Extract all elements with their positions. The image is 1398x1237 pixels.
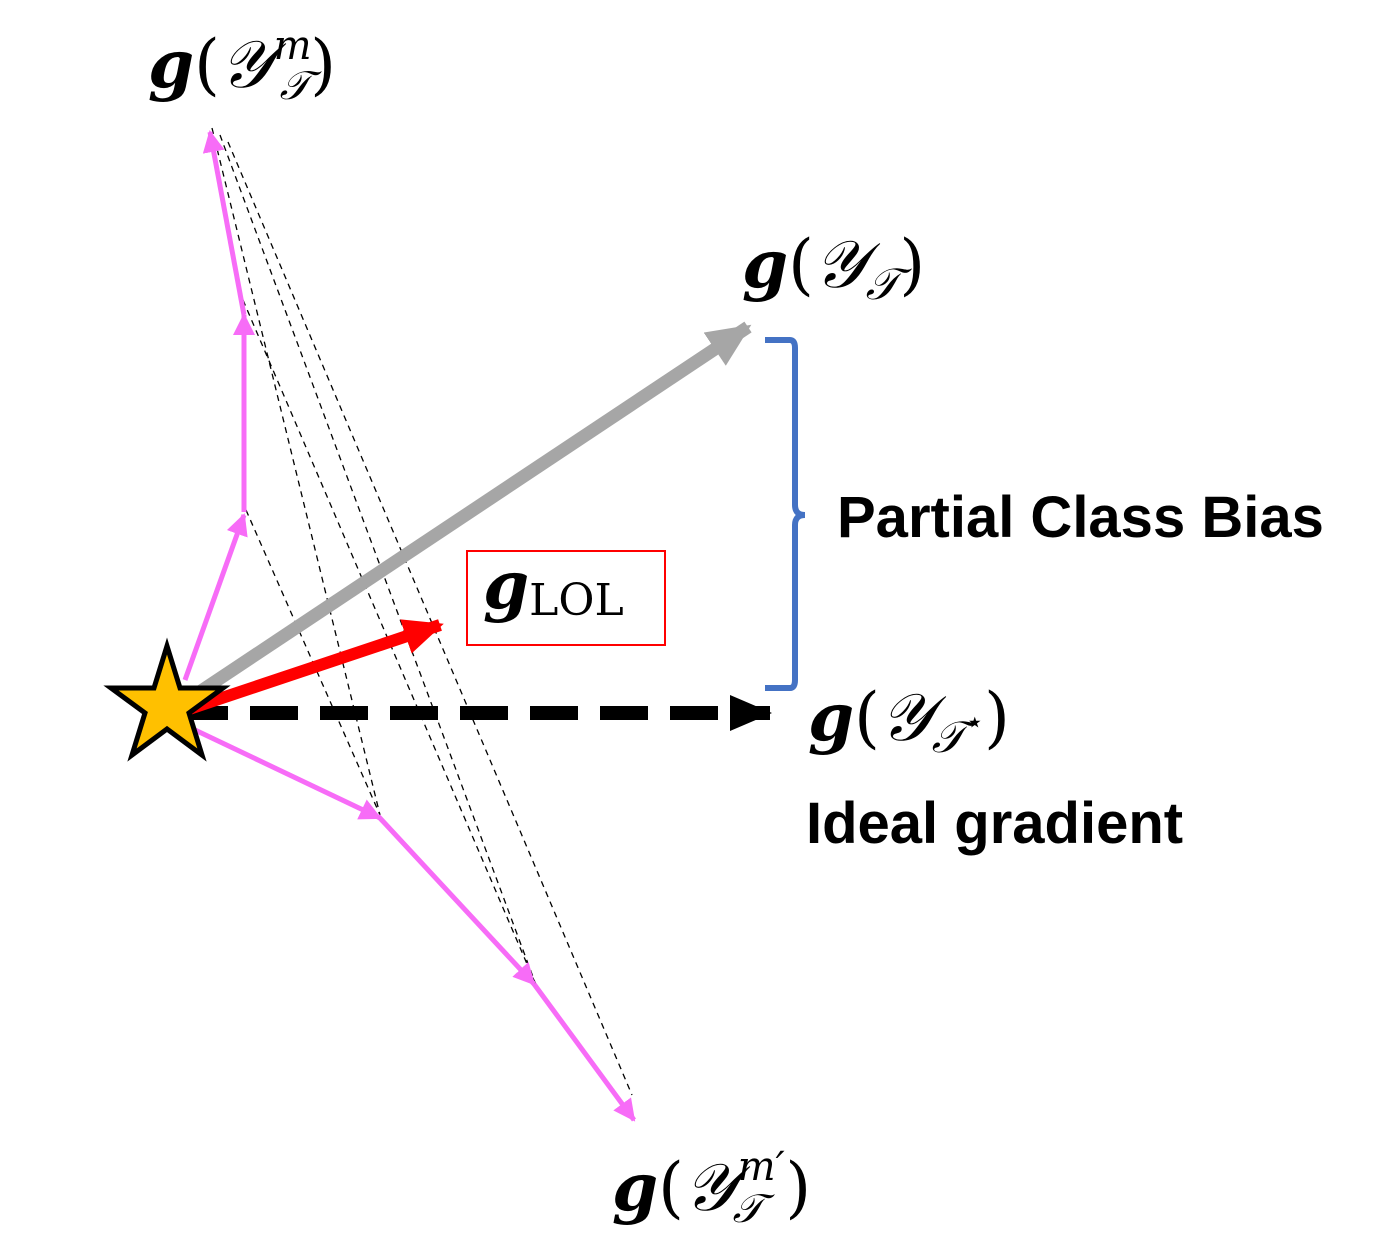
magenta-arrow xyxy=(182,513,248,681)
upper-component-chain xyxy=(182,130,255,681)
close-paren: ) xyxy=(899,226,925,303)
subscript: LOL xyxy=(529,575,624,626)
ideal-gradient-label: Ideal gradient xyxy=(806,791,1183,856)
lol-label-box xyxy=(466,550,666,646)
label-g-y-t-m-prime: g(𝒴m′𝒯) xyxy=(612,1144,811,1232)
label-g-y-t: g(𝒴𝒯) xyxy=(742,225,925,310)
superscript: m xyxy=(274,23,312,69)
projection-line xyxy=(227,141,633,1096)
label-g-y-t-star: g(𝒴𝒯⋆) xyxy=(808,678,1010,763)
g-symbol: g xyxy=(483,546,529,624)
open-paren: ( xyxy=(194,26,220,103)
magenta-arrow xyxy=(193,727,382,821)
magenta-arrow xyxy=(376,814,536,986)
superscript: m′ xyxy=(738,1144,785,1190)
close-paren: ) xyxy=(984,679,1010,756)
g-symbol: g xyxy=(742,225,788,303)
partial-class-bias-brace xyxy=(765,337,806,691)
close-paren: ) xyxy=(785,1149,811,1226)
projection-line xyxy=(219,134,537,986)
g-symbol: g xyxy=(808,678,854,756)
projection-line xyxy=(242,299,537,986)
star-superscript: ⋆ xyxy=(965,705,984,740)
g-symbol: g xyxy=(148,25,194,103)
open-paren: ( xyxy=(854,679,880,756)
subscript: 𝒯 xyxy=(733,1186,776,1232)
lower-component-chain xyxy=(193,727,637,1122)
label-g-lol: gLOL xyxy=(483,546,624,626)
magenta-arrow xyxy=(202,130,247,316)
projection-line xyxy=(211,127,381,816)
open-paren: ( xyxy=(788,226,814,303)
star-icon xyxy=(103,637,231,762)
open-paren: ( xyxy=(658,1149,684,1226)
g-symbol: g xyxy=(612,1148,658,1226)
magenta-arrow xyxy=(531,982,637,1122)
gray-gradient-arrow xyxy=(176,321,752,711)
close-paren: ) xyxy=(310,26,336,103)
partial-class-bias-label: Partial Class Bias xyxy=(837,485,1324,550)
lol-gradient-arrow xyxy=(178,619,444,718)
